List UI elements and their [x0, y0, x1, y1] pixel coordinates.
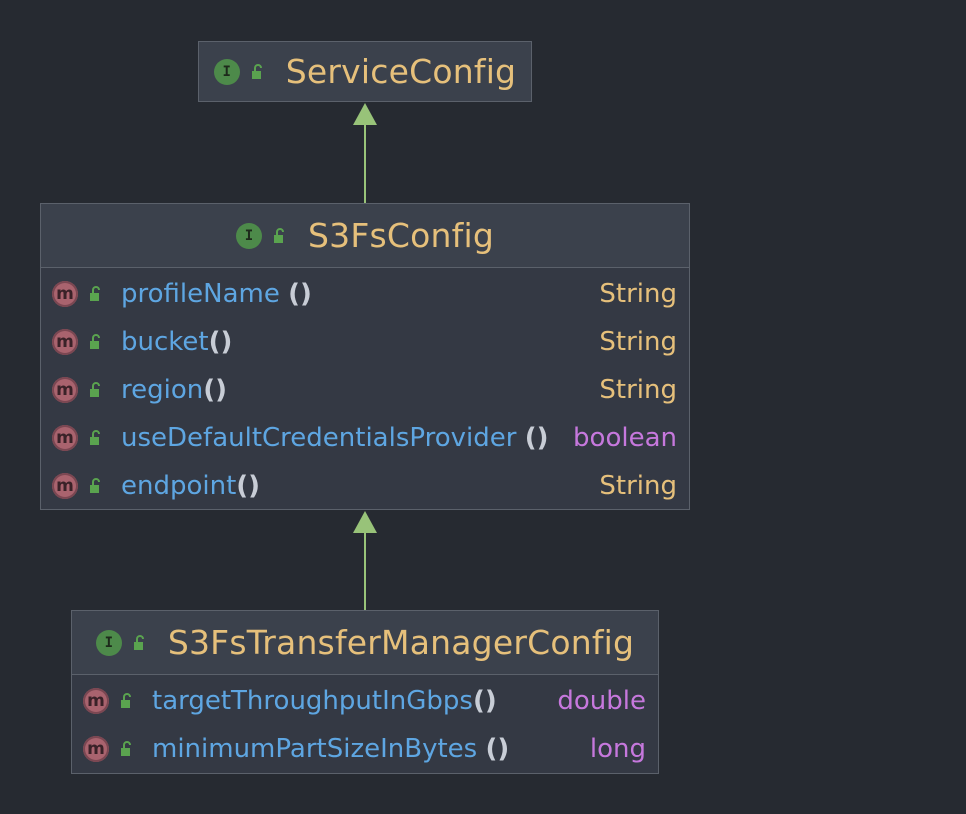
public-lock-icon	[251, 63, 262, 79]
return-type: String	[599, 279, 677, 309]
return-type: long	[589, 734, 646, 764]
class-serviceconfig[interactable]: I ServiceConfig	[198, 41, 532, 102]
method-parens: ()	[208, 327, 233, 357]
method-name-text: targetThroughputInGbps	[152, 686, 473, 716]
class-header: I S3FsConfig	[41, 204, 689, 268]
member-row[interactable]: m useDefaultCredentialsProvider () boolean	[41, 414, 689, 462]
method-icon: m	[83, 736, 109, 762]
class-s3fstransfermanagerconfig[interactable]: I S3FsTransferManagerConfig m targetThrou…	[71, 610, 659, 774]
method-name: endpoint()	[121, 471, 260, 501]
method-name: useDefaultCredentialsProvider ()	[121, 423, 548, 453]
method-name: profileName ()	[121, 279, 312, 309]
public-lock-icon	[121, 741, 131, 756]
member-row[interactable]: m minimumPartSizeInBytes () long	[72, 725, 658, 773]
method-name-text: region	[121, 375, 204, 405]
arrow-transfermanager-to-s3fsconfig	[353, 511, 377, 611]
public-lock-icon	[121, 693, 131, 708]
arrow-s3fsconfig-to-serviceconfig	[353, 103, 377, 203]
method-parens: ()	[524, 423, 549, 453]
method-name: bucket()	[121, 327, 232, 357]
class-name: S3FsTransferManagerConfig	[167, 623, 635, 662]
class-s3fsconfig[interactable]: I S3FsConfig m profileName () String m bucke…	[40, 203, 690, 510]
method-icon: m	[52, 281, 78, 307]
member-row[interactable]: m region() String	[41, 366, 689, 414]
public-lock-icon	[90, 430, 100, 445]
method-parens: ()	[203, 375, 227, 405]
method-parens: ()	[485, 734, 510, 764]
method-icon: m	[83, 688, 109, 714]
return-type: String	[599, 471, 677, 501]
return-type: boolean	[573, 423, 677, 453]
class-header: I ServiceConfig	[199, 42, 531, 101]
method-name-text: minimumPartSizeInBytes	[152, 734, 486, 764]
public-lock-icon	[133, 634, 144, 650]
method-name-text: profileName	[121, 279, 289, 309]
public-lock-icon	[90, 286, 100, 301]
method-parens: ()	[288, 279, 312, 309]
return-type: String	[599, 327, 677, 357]
interface-icon: I	[95, 629, 122, 656]
public-lock-icon	[274, 227, 284, 243]
interface-icon: I	[236, 222, 262, 249]
member-row[interactable]: m targetThroughputInGbps() double	[72, 677, 658, 725]
public-lock-icon	[90, 478, 100, 493]
method-icon: m	[52, 473, 78, 499]
return-type: double	[557, 686, 646, 716]
class-name: ServiceConfig	[285, 52, 517, 91]
method-name: minimumPartSizeInBytes ()	[152, 734, 509, 764]
public-lock-icon	[90, 334, 100, 349]
member-row[interactable]: m profileName () String	[41, 270, 689, 318]
method-parens: ()	[236, 471, 261, 501]
method-name: region()	[121, 375, 227, 405]
class-name: S3FsConfig	[308, 216, 494, 255]
class-header: I S3FsTransferManagerConfig	[72, 611, 658, 675]
interface-icon: I	[213, 58, 240, 85]
method-name-text: endpoint	[121, 471, 237, 501]
method-name: targetThroughputInGbps()	[152, 686, 497, 716]
method-name-text: bucket	[121, 327, 209, 357]
member-row[interactable]: m bucket() String	[41, 318, 689, 366]
method-parens: ()	[472, 686, 497, 716]
public-lock-icon	[90, 382, 100, 397]
method-icon: m	[52, 425, 78, 451]
method-icon: m	[52, 329, 78, 355]
return-type: String	[599, 375, 677, 405]
member-row[interactable]: m endpoint() String	[41, 462, 689, 510]
method-icon: m	[52, 377, 78, 403]
method-name-text: useDefaultCredentialsProvider	[121, 423, 525, 453]
